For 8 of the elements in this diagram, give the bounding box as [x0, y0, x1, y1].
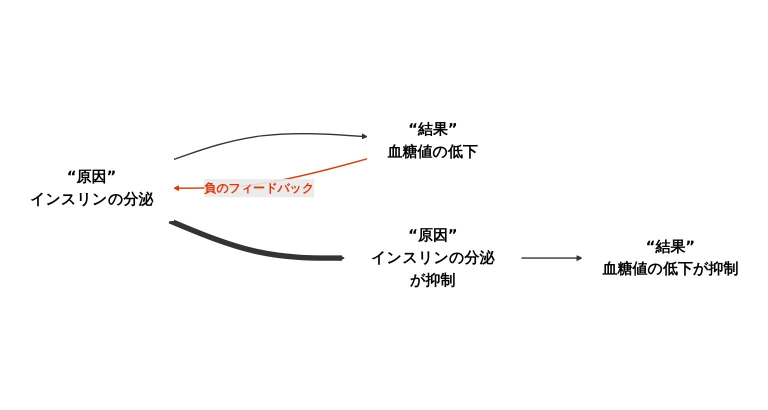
arrow — [168, 218, 345, 261]
node-text: “原因” インスリンの分泌 — [30, 168, 154, 208]
node-text: “原因” インスリンの分泌が抑制 — [371, 227, 495, 289]
arrow — [521, 254, 582, 261]
edge-label: 負のフィードバック — [204, 180, 314, 196]
arrow — [173, 132, 368, 160]
node-text: “結果” 血糖値の低下が抑制 — [602, 238, 738, 278]
node-text: “結果” 血糖値の低下 — [388, 121, 478, 161]
